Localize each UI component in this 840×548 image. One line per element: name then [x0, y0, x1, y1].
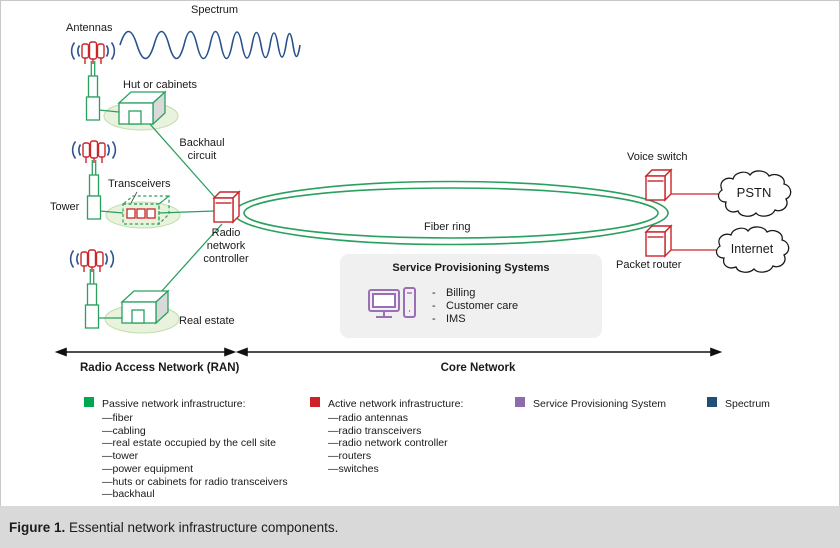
legend-item: —radio transceivers	[328, 424, 422, 437]
network-diagram-canvas	[54, 30, 792, 357]
voice-switch-icon	[645, 169, 672, 201]
legend-group-spectrum: Spectrum	[707, 394, 770, 412]
pstn-label: PSTN	[736, 185, 772, 200]
legend-title: Active network infrastructure:	[328, 398, 464, 410]
figure-caption: Figure 1. Essential network infrastructu…	[9, 520, 338, 535]
spectrum-label: Spectrum	[191, 4, 239, 16]
green-links	[98, 109, 223, 319]
antenna-site-1	[70, 41, 116, 121]
computer-icon	[368, 287, 416, 318]
legend-title: Passive network infrastructure:	[102, 398, 246, 410]
hut-label: Hut or cabinets	[123, 79, 197, 91]
legend-item: —switches	[328, 462, 379, 475]
service-provisioning-item: -Billing	[432, 287, 476, 299]
red-links	[671, 193, 723, 251]
ran-arrow	[54, 347, 237, 357]
legend-swatch	[84, 397, 94, 407]
transceiver-icon	[121, 194, 171, 226]
legend-swatch	[707, 397, 717, 407]
legend-item: —radio network controller	[328, 437, 448, 450]
service-provisioning-panel: Service Provisioning Systems -Billing-Cu…	[340, 254, 602, 338]
core-arrow	[235, 347, 723, 357]
legend-item: —huts or cabinets for radio transceivers	[102, 475, 288, 488]
legend-item: —power equipment	[102, 462, 194, 475]
service-provisioning-list: -Billing-Customer care-IMS	[432, 287, 518, 326]
voice-switch-label: Voice switch	[627, 151, 688, 163]
legend-item: —backhaul	[102, 488, 155, 501]
internet-label: Internet	[730, 242, 774, 256]
legend-title: Spectrum	[725, 398, 770, 410]
service-provisioning-item: -IMS	[432, 313, 466, 325]
ran-section-label: Radio Access Network (RAN)	[80, 362, 240, 374]
figure-number: Figure 1.	[9, 519, 66, 535]
legend-item: —tower	[102, 450, 139, 463]
rnc-label: Radio network controller	[203, 227, 249, 265]
antennas-label: Antennas	[66, 22, 113, 34]
service-provisioning-title: Service Provisioning Systems	[392, 262, 550, 274]
legend-swatch	[515, 397, 525, 407]
backhaul-label: Backhaul circuit	[179, 137, 225, 162]
core-section-label: Core Network	[440, 362, 516, 374]
packet-router-icon	[645, 225, 672, 257]
hut-icon	[118, 91, 166, 125]
transceivers-label: Transceivers	[108, 178, 171, 190]
fiber-ring-label: Fiber ring	[424, 221, 471, 233]
legend-swatch	[310, 397, 320, 407]
figure-caption-bar: Figure 1. Essential network infrastructu…	[0, 506, 840, 548]
legend-group-service-provisioning: Service Provisioning System	[515, 394, 666, 412]
legend-item: —fiber	[102, 412, 133, 424]
fiber-ring	[233, 180, 669, 246]
tower-label: Tower	[50, 201, 80, 213]
spectrum-wave	[119, 30, 301, 60]
legend-group-active: Active network infrastructure: —radio ant…	[310, 394, 463, 476]
service-provisioning-item: -Customer care	[432, 300, 519, 312]
legend-group-passive: Passive network infrastructure: —fiber—ca…	[84, 394, 288, 501]
packet-router-label: Packet router	[616, 259, 682, 271]
figure-caption-text: Essential network infrastructure compone…	[65, 519, 339, 535]
rnc-icon	[213, 191, 240, 223]
real-estate-label: Real estate	[179, 315, 235, 327]
legend-item: —cabling	[102, 424, 146, 437]
legend-item: —radio antennas	[328, 412, 408, 424]
legend-item: —real estate occupied by the cell site	[102, 437, 276, 450]
transceivers-pointer-line	[130, 191, 138, 204]
real-estate-hut-icon	[121, 290, 169, 324]
legend-item: —routers	[328, 450, 372, 463]
legend-title: Service Provisioning System	[533, 398, 667, 410]
